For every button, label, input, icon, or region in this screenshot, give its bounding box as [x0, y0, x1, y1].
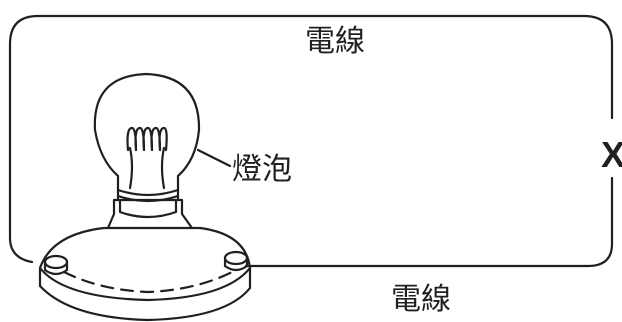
- terminal-screw-left: [43, 254, 69, 270]
- bulb-base-threads: [116, 188, 180, 203]
- socket-ring: [118, 198, 178, 219]
- wire-label-top: 電線: [305, 24, 365, 59]
- wire-loop: [8, 14, 614, 264]
- filament-stem: [128, 146, 166, 190]
- filament-coil: [126, 126, 168, 152]
- bulb-label: 燈泡: [232, 152, 292, 187]
- terminal-screw-left-body: [43, 260, 69, 276]
- bulb-glass: [93, 72, 201, 200]
- terminal-screw-right-body: [223, 256, 249, 272]
- lamp-base-dash: [62, 270, 234, 294]
- wire-bottom-segment: [244, 176, 614, 268]
- gap-label-x: X: [601, 134, 622, 175]
- terminal-screw-right: [223, 250, 249, 266]
- lamp-base: [38, 266, 252, 322]
- bulb-leader-line: [196, 148, 232, 168]
- lamp-base-rim: [38, 226, 252, 302]
- wire-label-bottom: 電線: [391, 282, 451, 317]
